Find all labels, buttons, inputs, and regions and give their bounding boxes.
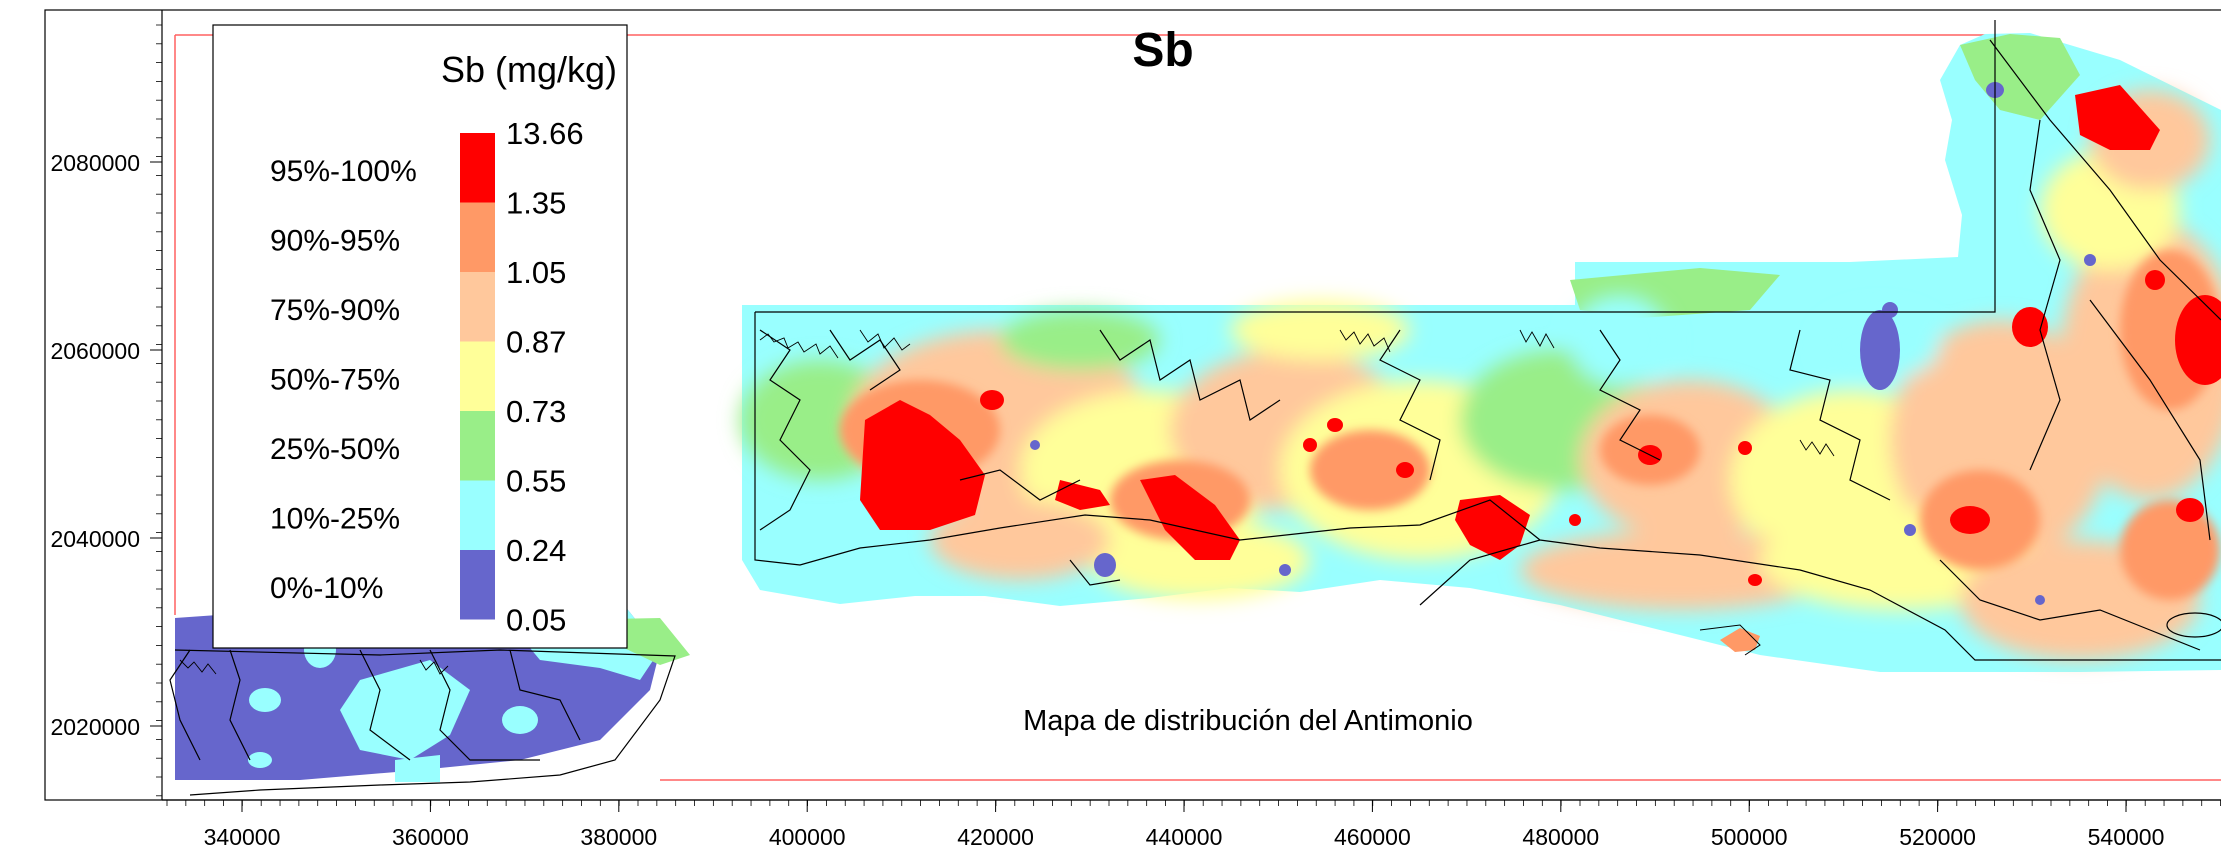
x-tick-label: 380000 <box>580 824 657 849</box>
legend-box <box>212 24 628 649</box>
y-tick-label: 2060000 <box>50 338 140 364</box>
x-tick-label: 400000 <box>769 824 846 849</box>
y-tick-label: 2020000 <box>50 714 140 740</box>
x-tick-label: 540000 <box>2088 824 2165 849</box>
legend-class-label: 95%-100% <box>270 155 417 188</box>
x-tick-label: 460000 <box>1334 824 1411 849</box>
legend-class-label: 0%-10% <box>270 572 383 605</box>
x-tick-label: 440000 <box>1146 824 1223 849</box>
legend-class-label: 25%-50% <box>270 433 400 466</box>
legend-break-value: 0.73 <box>506 394 566 429</box>
legend-swatch-3 <box>460 341 495 411</box>
central-region <box>740 33 2221 672</box>
map-title: Sb <box>1132 24 1193 77</box>
legend-swatch-1 <box>460 202 495 272</box>
legend-swatch-6 <box>460 550 495 620</box>
legend-swatch-5 <box>460 480 495 550</box>
x-tick-label: 520000 <box>1899 824 1976 849</box>
legend-swatch-0 <box>460 133 495 203</box>
legend-break-value: 1.35 <box>506 186 566 221</box>
map-caption: Mapa de distribución del Antimonio <box>1023 705 1473 737</box>
legend-unit-title: Sb (mg/kg) <box>441 49 617 90</box>
x-tick-label: 340000 <box>204 824 281 849</box>
legend-swatch-2 <box>460 272 495 342</box>
legend-class-label: 50%-75% <box>270 363 400 396</box>
legend-break-value: 0.87 <box>506 325 566 360</box>
y-axis: 2080000 2060000 2040000 2020000 <box>50 10 163 800</box>
legend-swatch-4 <box>460 411 495 481</box>
x-tick-label: 500000 <box>1711 824 1788 849</box>
x-tick-label: 420000 <box>957 824 1034 849</box>
x-tick-label: 480000 <box>1522 824 1599 849</box>
legend-class-label: 75%-90% <box>270 294 400 327</box>
y-tick-label: 2080000 <box>50 150 140 176</box>
legend-break-value: 0.24 <box>506 533 566 568</box>
legend-break-value: 13.66 <box>506 116 584 151</box>
legend-break-value: 0.05 <box>506 603 566 638</box>
legend-class-label: 10%-25% <box>270 502 400 535</box>
legend-break-value: 1.05 <box>506 255 566 290</box>
x-axis: 340000 360000 380000 400000 420000 440000 4600… <box>162 799 2221 849</box>
y-tick-label: 2040000 <box>50 526 140 552</box>
legend: Sb (mg/kg) 95%-100% 90%-95% 75%-90% 50%-75%… <box>212 24 628 649</box>
outline-lines <box>169 20 2221 796</box>
legend-class-label: 90%-95% <box>270 224 400 257</box>
x-tick-label: 360000 <box>392 824 469 849</box>
legend-break-value: 0.55 <box>506 464 566 499</box>
hotspots <box>860 85 2221 586</box>
